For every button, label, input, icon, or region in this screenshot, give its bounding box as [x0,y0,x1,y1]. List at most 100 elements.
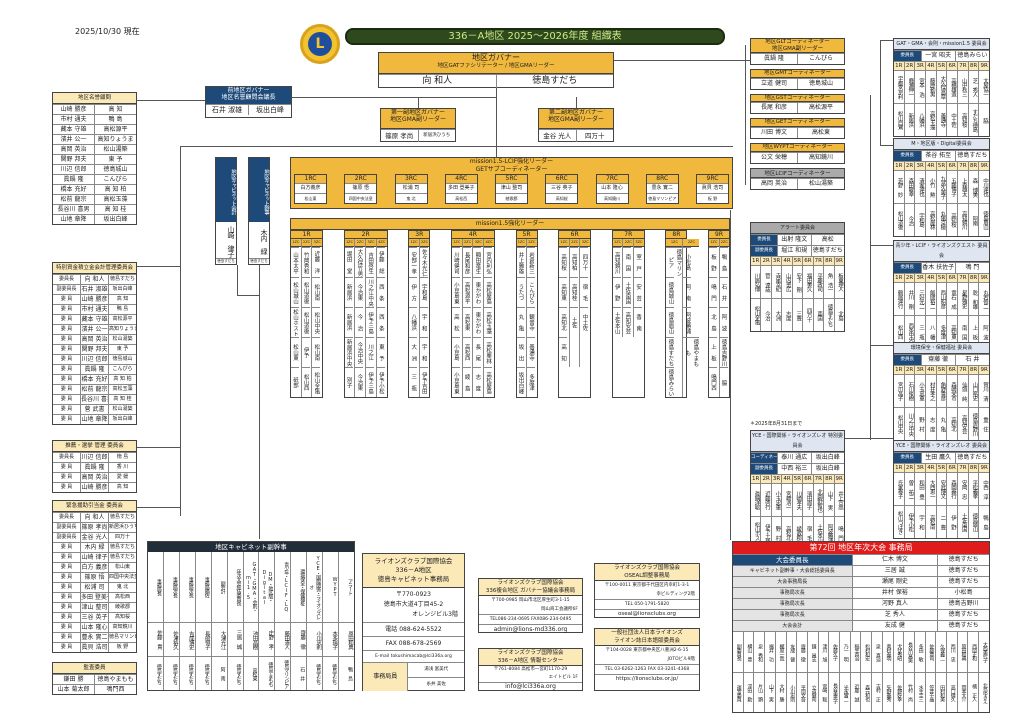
office-email[interactable]: E-mail tokushimacab@lci336a.org [363,651,464,663]
convention-member: 大西美代子 [981,642,988,662]
vice-secretary-column: 事務局次長吉成博史徳島すだち [178,552,195,690]
zone-cell: 井上雅雄 [516,247,525,277]
md-office-title1: ライオンズクラブ国際協会 [497,580,564,586]
member-name: 五藤博子 [946,171,957,203]
member-club: 大洲 [770,299,781,331]
zone-cell: 竹岡秀和 [301,247,310,277]
convention-role: 事務局次長 [733,588,852,598]
digital-committee-title: M・地区版・Digital委員会 [894,139,989,150]
zone-cell: 別子 [344,367,353,397]
info-center-email[interactable]: info@lci336a.org [479,682,582,691]
member-name: 乾 和雄 [967,283,979,315]
zone-label: 2R [760,257,771,265]
vice1-club: 新居浜ひうち [417,130,456,142]
zone-label: 2R [344,231,387,240]
member-name: 芝 秀人 [967,71,979,103]
zone-cell: こんぴら [527,277,535,307]
officer-row: 委員長香木 扶佐子鳴 門 [894,262,989,273]
convention-member-column: 横山 豊浮田 勤 [742,632,754,712]
coordinator-club: 松山湯築 [797,178,844,189]
role: 委 員 [60,644,73,650]
coordinator-box: 地区GLTコーディネーター地区GMA副リーダー眞鍋 隆こんぴら [750,38,845,66]
rc-club: 板 野 [697,193,728,203]
zone-cell: 高知鏡川 [612,247,621,277]
names-row: 眞鍋洋聡近藤啓行小玉忠重宮崎浩一川崎孝夫濱田周子北岡野智也山下 実井上宜高 [751,483,844,516]
md-office-email[interactable]: admin@lions-md336.org [479,624,582,634]
member-club: 松山白鷺 [896,111,903,129]
member-club: 阿南 [967,204,979,236]
member-name: 星野雅史 [957,283,968,315]
member-name: 小玉忠重 [770,484,781,516]
audit-row: 山本 菊太郎鳴門西 [53,684,136,694]
vice-secretary-role: DM・地区版・Digital [261,569,274,605]
convention-row: キャビネット副幹事・大会総括委員長三居 誠徳島すだち [733,565,989,576]
coordinator-box: 地区GETコーディネーター川田 博文高松東 [750,118,845,139]
zone-label: 4R [925,464,936,472]
fund-row: 委 員山崎 勝彦高 知 [53,294,136,304]
member-club: 八 幡 [925,316,936,348]
member-club: 善通寺 [935,104,947,136]
zone-cell: 高知桜 [559,247,568,277]
office-staff: 湯浅 富美代 [408,663,464,678]
zone-cell: 長尾和彦 [462,247,471,277]
member-name: 鶴居達行 [896,290,903,308]
mission-zone-title: mission1.5強化リーダー [290,218,730,230]
fund-row: 副委員長石井 淑雄坂出白峰 [53,284,136,294]
cell: 山崎 勝彦 [60,106,87,113]
emergency-row: 委 員眞貝 浩司板 野 [53,642,136,652]
cell: 眞鍋 隆 [63,176,84,183]
zone-cell: 徳島やまもも [683,337,700,367]
member-club: 野 村 [770,517,781,549]
vice1-subtitle: 地区GMA副リーダー [390,116,446,124]
member-name: 村井孝之 [925,375,936,407]
zone-cell: 宿 毛 [580,277,589,307]
role: 委 員 [60,624,73,630]
zone-label: 8R [967,464,979,472]
zone-label: 2R [903,366,915,374]
zone-cell: 高松東 [462,307,471,337]
zone-label: 8R [823,257,834,265]
member-club: 重 住 [978,408,989,440]
office-title3: 徳島キャビネット事務局 [377,575,450,583]
zone-cell: 高松屋島 [484,277,493,307]
rc-club: 高知鏡川 [596,193,628,203]
zone-label: 8R [967,162,979,170]
fund-row: 委 員高岡 英治松山湯築 [53,334,136,344]
office-staff: 糸井 美佐 [426,682,446,687]
officer-club: 石 井 [954,355,989,365]
zone-cell: 堀田 堂 [344,247,353,277]
zone-cell: 小豆島 [451,337,460,367]
zone-label: 1R [894,62,904,70]
convention-club: 徳島すだち [937,555,989,565]
member-club: 志度 [781,299,791,331]
cell: 鳴門西 [94,685,136,694]
zone-cell: 伊藤 総 [376,247,385,277]
oseal-email[interactable]: oseal@lionsclubs.org [595,609,699,619]
honorary-row: 松前 龍宗高松玉藻 [53,194,136,204]
cell: 川辺 信郎 [60,166,87,173]
convention-member: 松村和宏 [864,644,871,660]
cell: 高松玉藻 [108,385,136,394]
cell: こんぴら [108,365,136,374]
convention-member-column: 多田 敏水主圭三 [913,632,925,712]
convention-row: 大会委員長仁木 博文徳島すだち [733,554,989,565]
lions-japan-url[interactable]: https://lionsclubs.or.jp/ [595,674,699,684]
zone-label: 3R [914,464,926,472]
names-row: 芳野 妙森田敏幸清家達也小竹 勲九冨久美子五藤博子上森雄太森 博美中川達也 [894,170,989,203]
role: 委 員 [60,634,73,640]
role: 委 員 [60,296,73,302]
zone-label: 3R [770,475,782,483]
member-club: 阿波勝浦 [823,517,833,549]
zc-label: 3ZC [366,239,376,248]
role: 委 員 [60,574,73,580]
fund-row: 委 員眞鍋 隆こんぴら [53,364,136,374]
officer-row: 委員長齋藤 徹石 井 [894,354,989,365]
zc-label: 3ZC [312,239,323,248]
convention-member: 大村 勝 [775,672,786,712]
